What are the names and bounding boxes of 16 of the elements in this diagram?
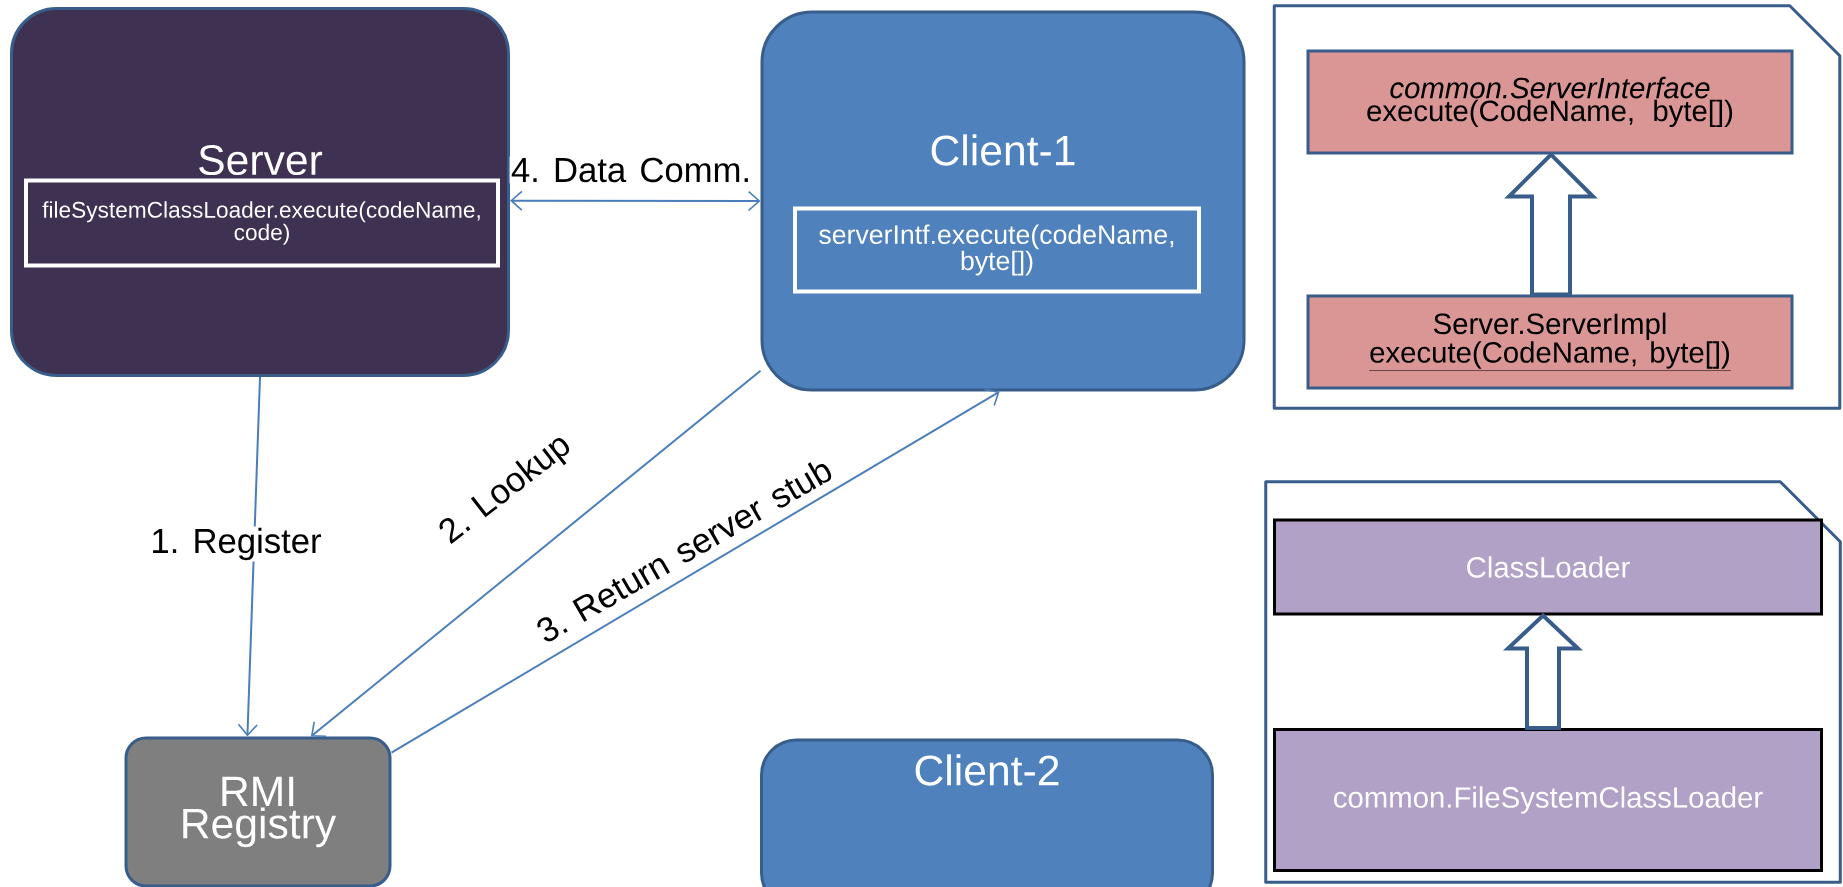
class-box: common.ServerInterface execute(CodeName, byte[]) bbox=[1306, 49, 1794, 155]
edge-label: 4. Data Comm. bbox=[509, 156, 753, 184]
client-box: Client-2 bbox=[760, 738, 1214, 887]
class-box: common.FileSystemClassLoader bbox=[1273, 728, 1823, 872]
class-box: ClassLoader bbox=[1273, 518, 1823, 616]
arrow bbox=[237, 376, 261, 737]
class-box: Server.ServerImpl execute(CodeName, byte[]) bbox=[1306, 294, 1794, 390]
block-arrow bbox=[1502, 612, 1584, 730]
method-box: fileSystemClassLoader.execute(codeName, code) bbox=[24, 178, 500, 268]
block-arrow bbox=[1504, 151, 1598, 297]
registry-box: RMI Registry bbox=[124, 736, 392, 887]
arrow bbox=[510, 190, 761, 212]
edge-label: 1. Register bbox=[149, 526, 323, 562]
method-box: serverIntf.execute(codeName, byte[]) bbox=[793, 206, 1201, 294]
arrow bbox=[310, 369, 762, 738]
arrow bbox=[390, 388, 1000, 754]
